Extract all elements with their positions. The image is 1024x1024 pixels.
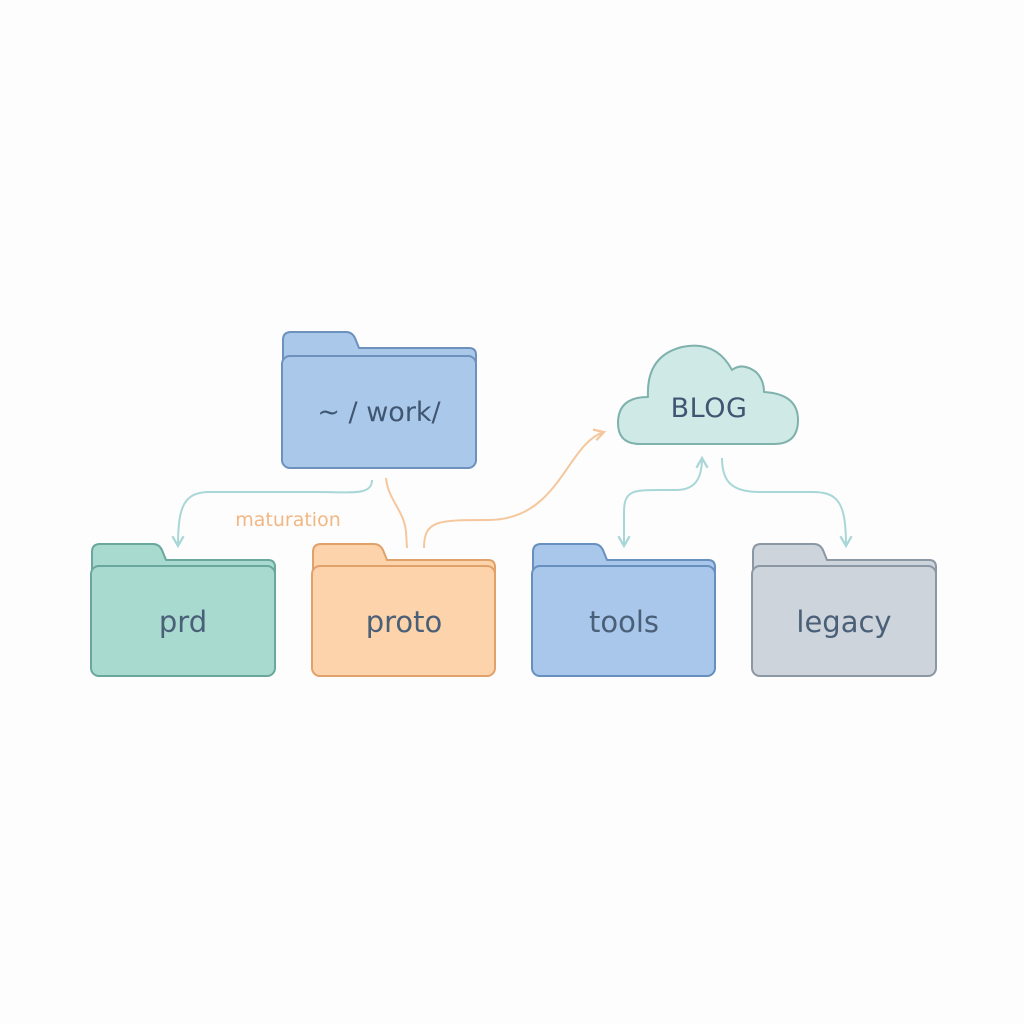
root-folder-icon — [281, 331, 477, 469]
folder-icon-tools — [531, 543, 716, 677]
edge-root-to-proto — [385, 477, 408, 549]
folder-icon-prd — [90, 543, 276, 677]
maturation-edge-label: maturation — [235, 509, 341, 531]
edge-tools-blog — [617, 455, 709, 549]
cloud-icon — [617, 344, 799, 445]
folder-icon-legacy — [751, 543, 937, 677]
edge-proto-to-blog — [423, 428, 607, 549]
folder-icon-proto — [311, 543, 496, 677]
edge-root-to-prd — [171, 479, 373, 549]
edge-blog-to-legacy — [721, 457, 853, 549]
